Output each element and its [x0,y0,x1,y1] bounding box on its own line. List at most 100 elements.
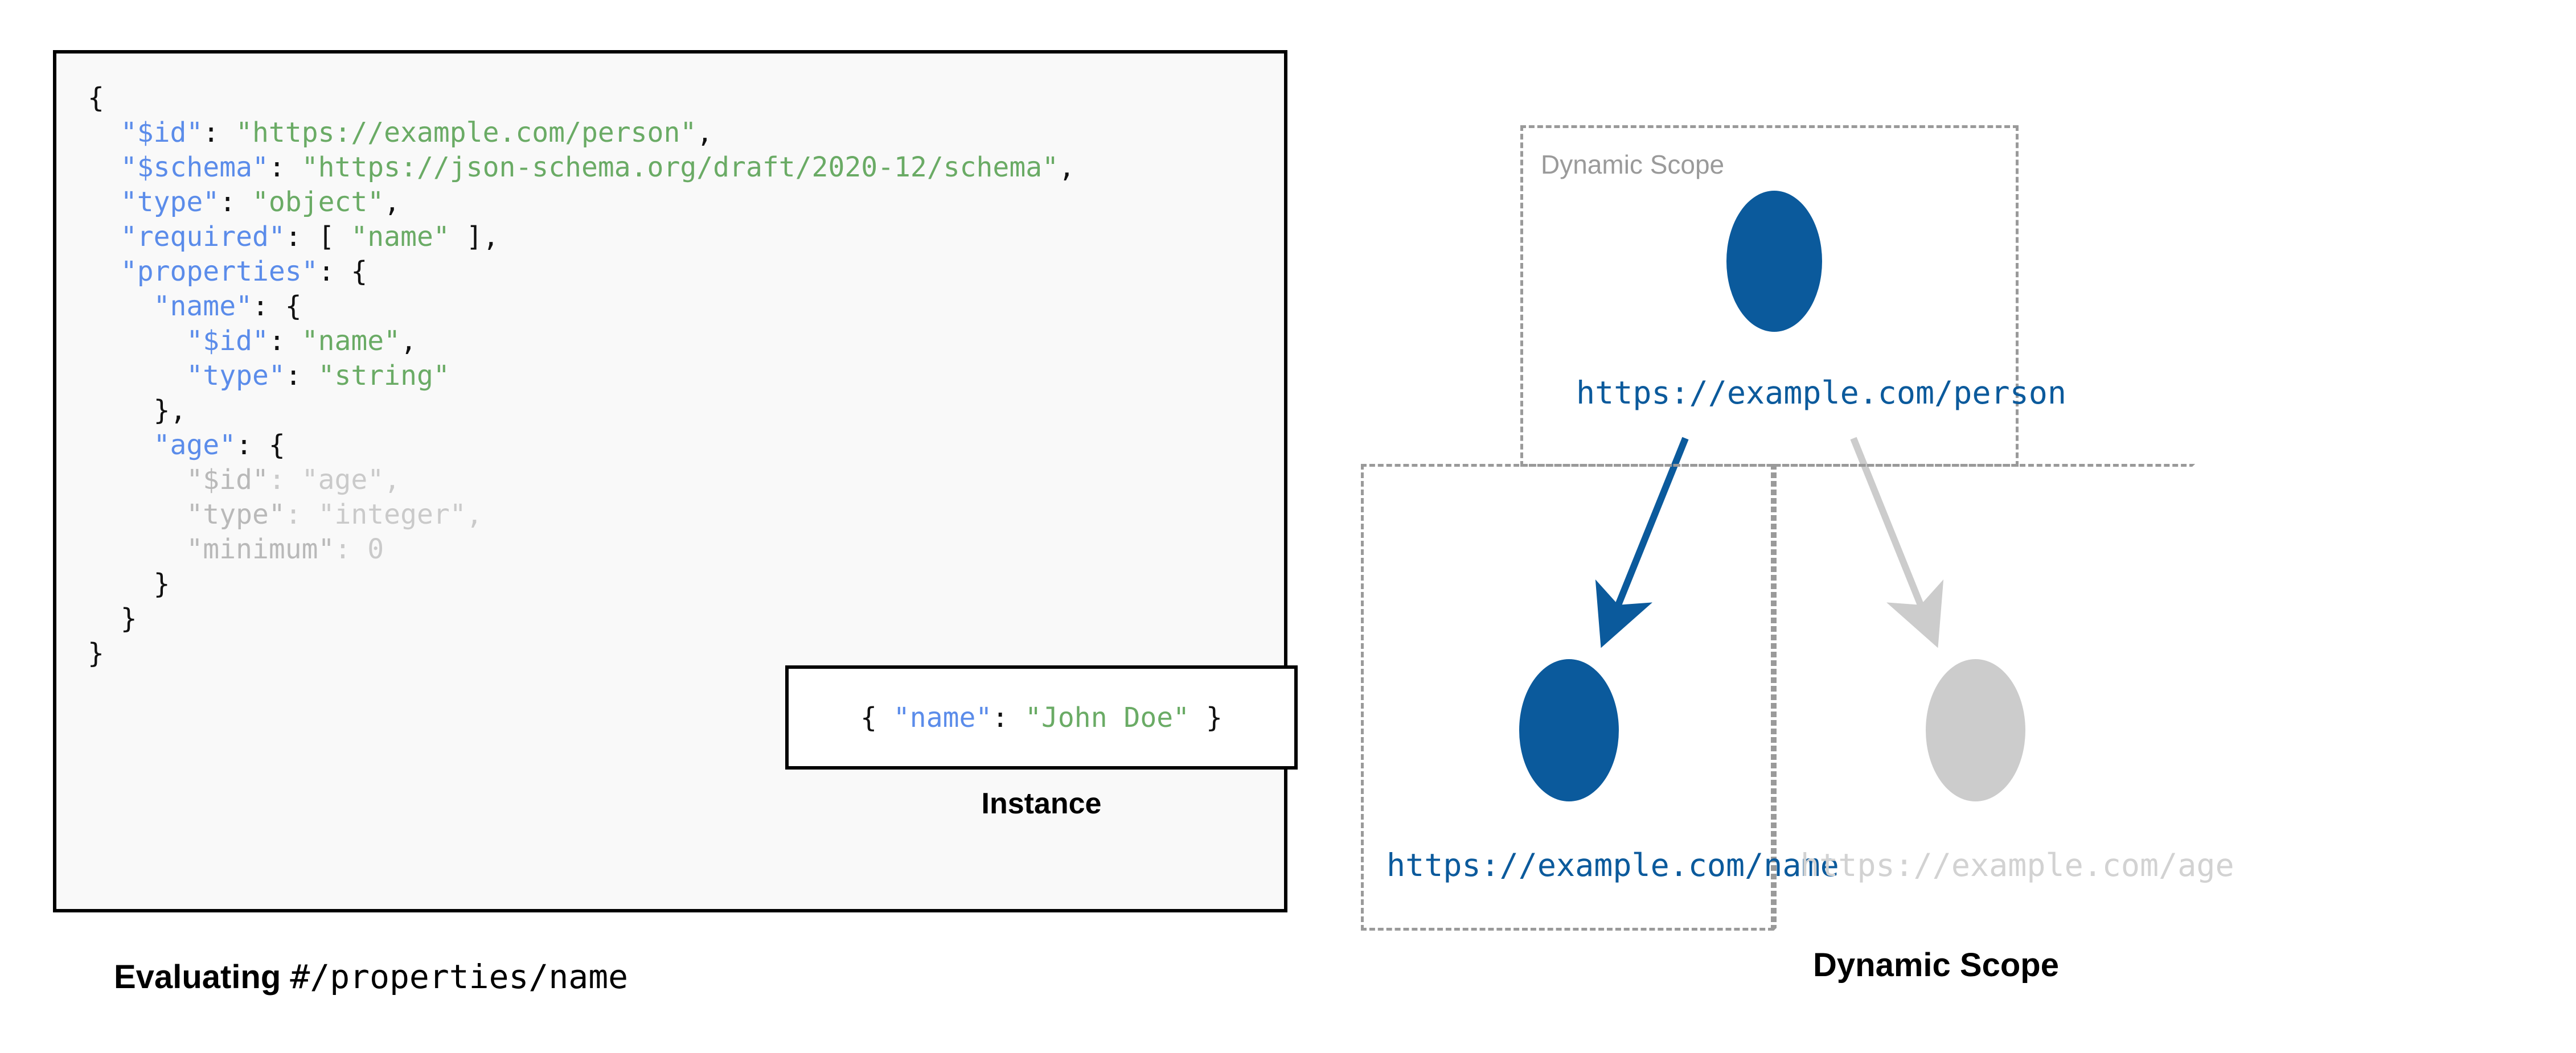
code-token: "https://json-schema.org/draft/2020-12/s… [301,151,1059,183]
code-token: : { [236,429,285,461]
scope-edges [1595,437,1944,648]
code-token: } [88,603,137,635]
code-token: "type" [186,360,285,392]
code-token: } [1189,701,1223,734]
code-token: , [384,186,401,218]
code-token: 0 [367,533,384,565]
code-token: "$id" [120,117,203,149]
code-token: : [268,151,302,183]
code-token: : [203,117,236,149]
code-token: "age" [301,464,384,496]
code-token: "$id" [186,464,269,496]
code-token: , [466,499,483,530]
edge-person-to-age [1850,437,1944,648]
code-token [88,256,121,287]
node-label-name: https://example.com/name [1387,847,1839,883]
evaluating-caption: Evaluating #/properties/name [114,957,628,996]
code-token [88,186,121,218]
code-token: "name" [153,290,252,322]
code-token: , [696,117,713,149]
code-token: : [992,701,1026,734]
code-token [88,533,186,565]
code-token: } [88,568,170,600]
code-line: "required": [ "name" ], [88,220,1075,254]
code-token [88,464,186,496]
code-line: "type": "integer", [88,497,1075,532]
node-label-age: https://example.com/age [1800,847,2234,883]
code-token: { [88,82,104,114]
code-token: : [334,533,368,565]
node-circle-person[interactable] [1726,191,1822,332]
code-token [88,290,154,322]
code-token [88,360,186,392]
code-token: "object" [252,186,384,218]
code-token: : { [252,290,302,322]
code-line: "type": "object", [88,185,1075,220]
code-line: } [88,567,1075,602]
code-token [88,117,121,149]
code-token: "type" [186,499,285,530]
code-token: "minimum" [186,533,335,565]
code-token: "name" [893,701,992,734]
dynamic-scope-caption: Dynamic Scope [1813,947,2059,984]
code-token: "string" [318,360,450,392]
code-line: "properties": { [88,254,1075,289]
code-token: : [219,186,252,218]
schema-code-listing: { "$id": "https://example.com/person", "… [88,81,1075,671]
code-token: "integer" [318,499,466,530]
code-line: "$id": "name", [88,324,1075,359]
code-token: } [88,637,104,669]
code-line: } [88,602,1075,636]
code-line: "type": "string" [88,359,1075,393]
code-line: }, [88,393,1075,428]
code-token: : { [318,256,368,287]
code-token: , [1059,151,1075,183]
code-token: , [384,464,401,496]
scope-box-root-label: Dynamic Scope [1541,150,1725,179]
schema-code-box: { "$id": "https://example.com/person", "… [53,50,1298,912]
dynamic-scope-diagram: Dynamic Scope https://example.com/person… [1338,85,2576,939]
code-line: "age": { [88,428,1075,463]
code-token: : [268,464,302,496]
code-token: "required" [120,221,285,253]
code-line: "$id": "https://example.com/person", [88,116,1075,150]
code-line: "minimum": 0 [88,532,1075,567]
code-line: { [88,81,1075,116]
code-token: "$id" [186,325,269,357]
node-circle-age[interactable] [1926,659,2025,801]
code-token [88,151,121,183]
schema-panel: { "$id": "https://example.com/person", "… [53,50,1298,912]
code-token: ], [449,221,499,253]
instance-code: { "name": "John Doe" } [860,702,1223,734]
code-token [88,325,186,357]
edge-person-to-name [1595,437,1689,648]
code-line: "$schema": "https://json-schema.org/draf… [88,150,1075,185]
evaluating-caption-prefix: Evaluating [114,959,290,996]
scope-box-name [1361,464,1774,931]
code-token: : [285,499,318,530]
node-label-person: https://example.com/person [1576,375,2066,411]
evaluating-caption-pointer: #/properties/name [290,957,629,996]
code-line: "name": { [88,289,1075,324]
code-token [88,221,121,253]
code-token: "name" [301,325,401,357]
code-token: "name" [351,221,450,253]
code-token: , [400,325,417,357]
code-token: : [285,360,318,392]
code-token: "type" [120,186,220,218]
code-token [88,499,186,530]
node-circle-name[interactable] [1519,659,1619,801]
code-token: }, [88,394,187,426]
code-line: "$id": "age", [88,463,1075,497]
code-line: } [88,636,1075,671]
instance-box: { "name": "John Doe" } [785,665,1298,770]
code-token: : [268,325,302,357]
code-token: "age" [153,429,236,461]
code-token: { [860,701,893,734]
code-token [88,429,154,461]
code-token: : [ [285,221,351,253]
code-token: "https://example.com/person" [236,117,697,149]
code-token: "John Doe" [1025,701,1190,734]
code-token: "properties" [120,256,318,287]
instance-caption: Instance [981,787,1102,820]
